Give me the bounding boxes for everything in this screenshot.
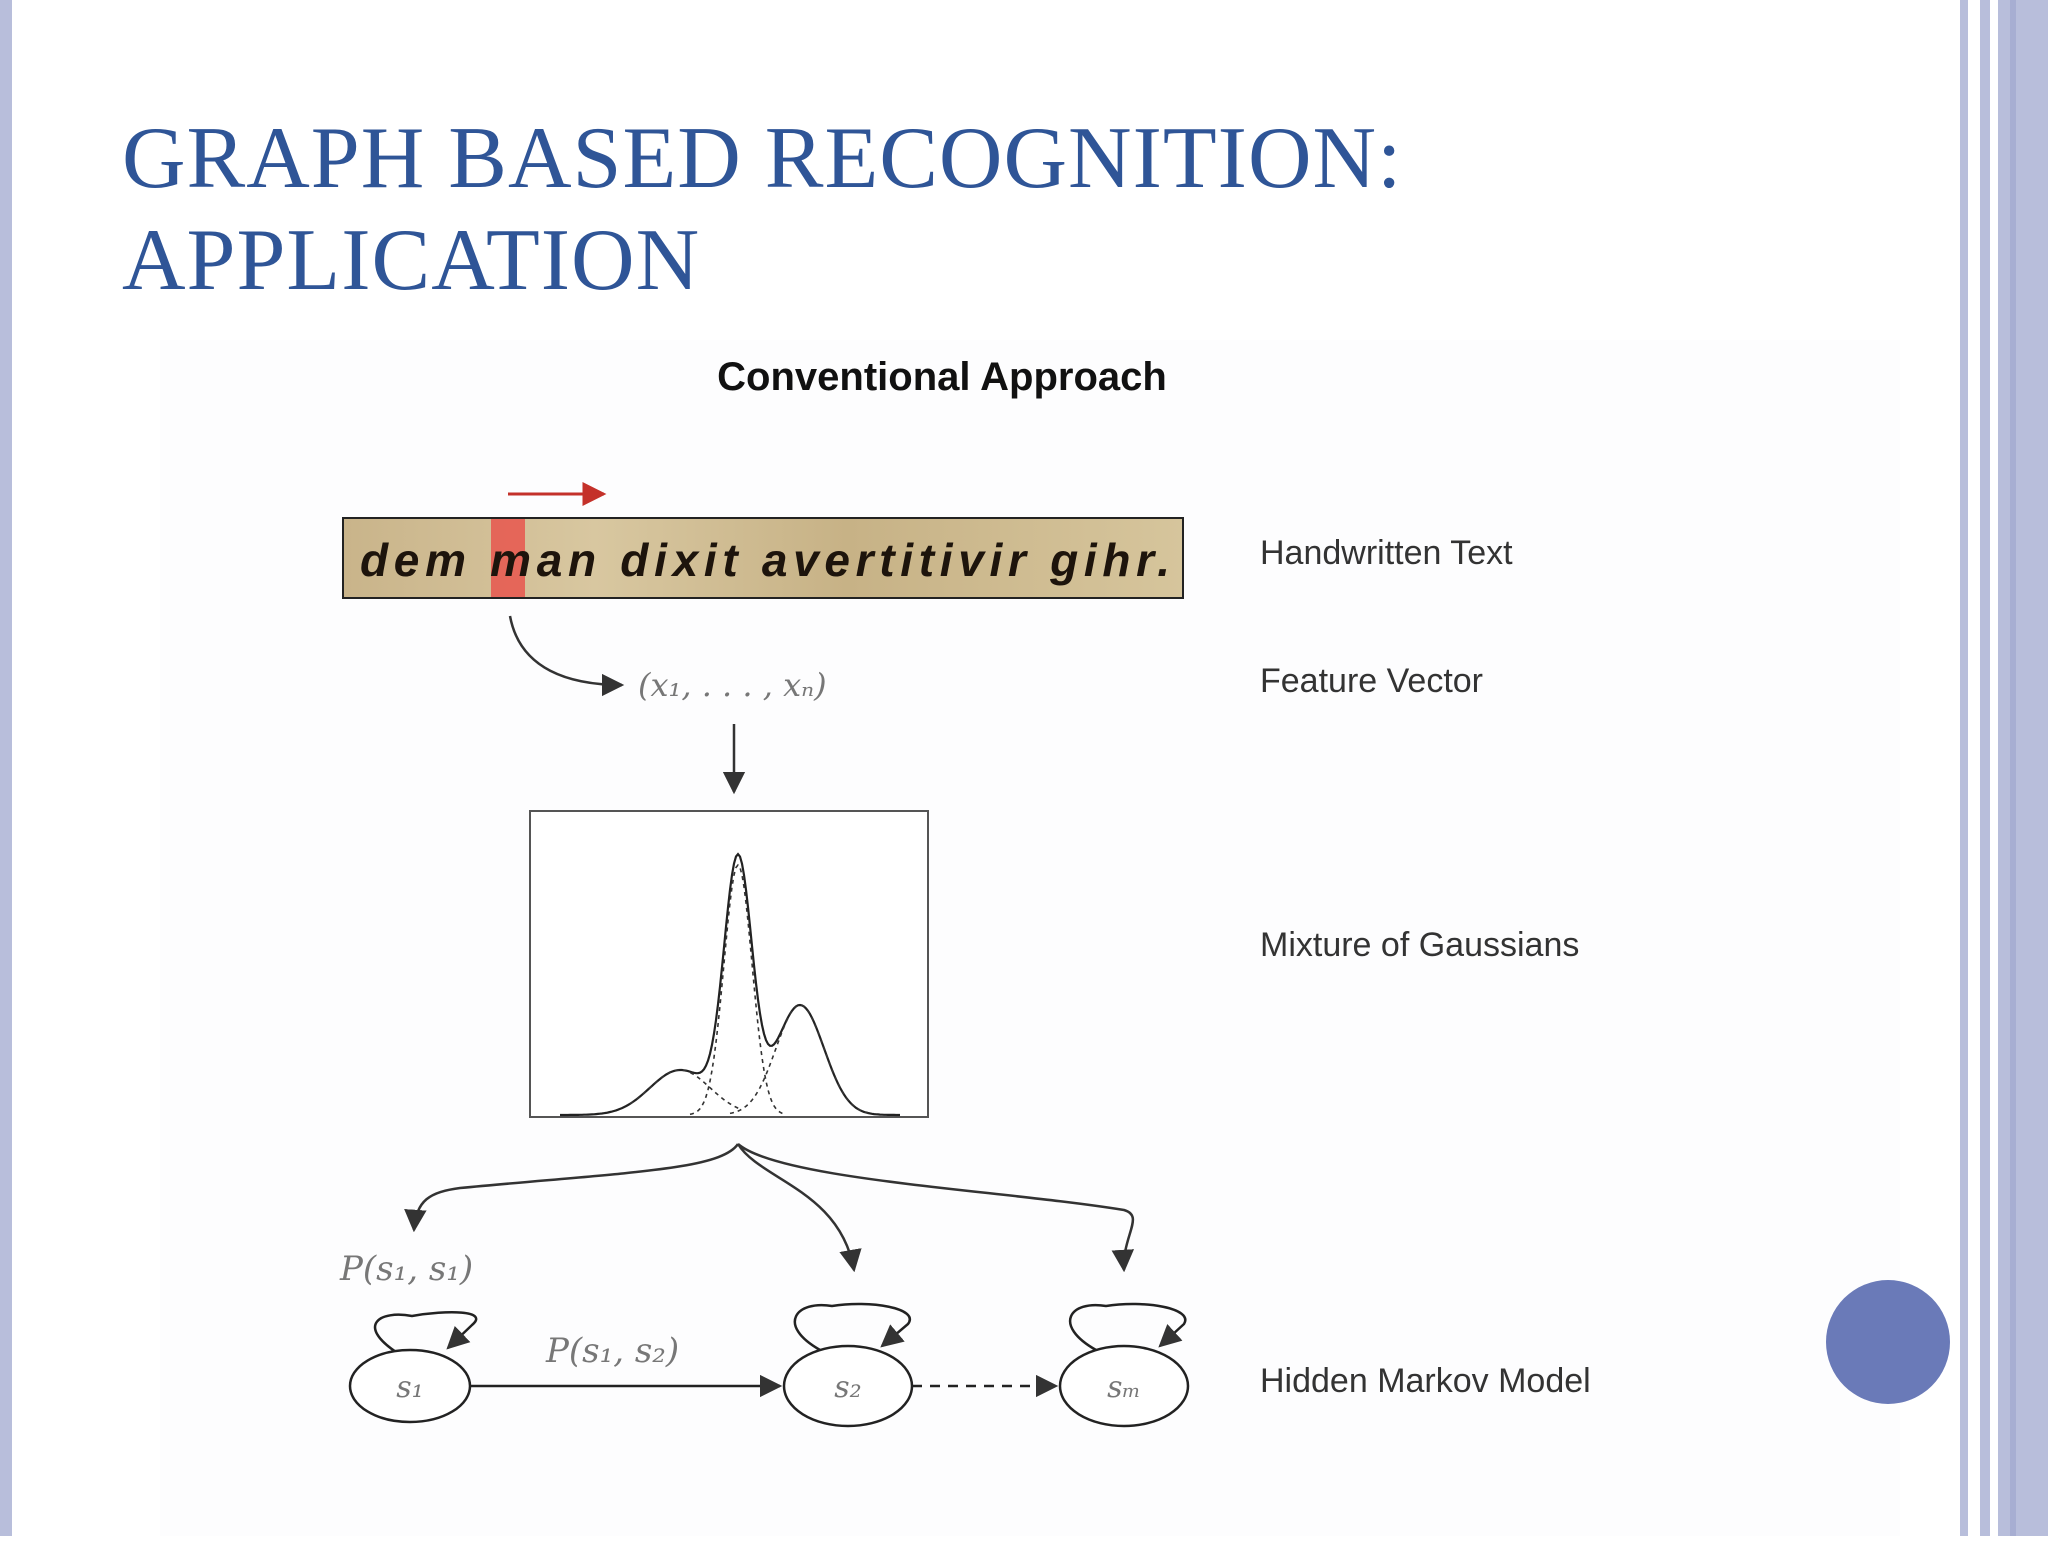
right-stripe-3: [1998, 0, 2048, 1536]
gaussian-mixture-plot: [529, 810, 929, 1118]
diagram-svg: Conventional Approach dem man dixit aver…: [339, 355, 1591, 1428]
label-feature-vector: Feature Vector: [1260, 662, 1483, 700]
diagram-heading: Conventional Approach: [717, 355, 1167, 399]
right-stripe-4: [2010, 0, 2016, 1536]
state-m-label: sₘ: [1107, 1370, 1141, 1405]
label-hidden-markov-model: Hidden Markov Model: [1260, 1362, 1591, 1400]
right-stripe-2: [1980, 0, 1990, 1536]
state-2-label: s₂: [834, 1370, 861, 1405]
state-1-label: s₁: [396, 1370, 423, 1405]
hmm-state-1: s₁: [348, 1348, 472, 1424]
mixture-to-states-arrows: [404, 1143, 1135, 1273]
hmm-state-2: s₂: [782, 1344, 914, 1428]
label-mixture-of-gaussians: Mixture of Gaussians: [1260, 926, 1579, 964]
sliding-window-highlight: [491, 519, 525, 597]
right-stripe-1: [1960, 0, 1968, 1536]
feature-vector-notation: (x₁, . . . , xₙ): [638, 666, 827, 704]
handwriting-strip: dem man dixit avertitivir gihr.: [342, 517, 1184, 599]
slide-nav-circle[interactable]: [1826, 1280, 1950, 1404]
gaussian-component-3: [729, 1004, 873, 1115]
hmm-state-m: sₘ: [1058, 1344, 1190, 1428]
handwriting-sample: dem man dixit avertitivir gihr.: [360, 534, 1170, 586]
slide-title: GRAPH BASED RECOGNITION: APPLICATION: [122, 108, 1822, 312]
diagram-figure: Conventional Approach dem man dixit aver…: [160, 340, 1900, 1536]
gaussian-component-1: [629, 1069, 741, 1110]
slide-title-line-2: APPLICATION: [122, 212, 701, 309]
self-transition-label: P(s₁, s₁): [339, 1249, 473, 1289]
slide-title-line-1: GRAPH BASED RECOGNITION:: [122, 110, 1403, 207]
feature-extraction-arrow: [508, 615, 625, 697]
transition-label: P(s₁, s₂): [545, 1331, 679, 1371]
self-loop-arrows: [373, 1302, 1187, 1354]
label-handwritten-text: Handwritten Text: [1260, 534, 1513, 572]
gaussian-component-2: [689, 863, 787, 1116]
left-accent-stripe: [0, 0, 12, 1536]
